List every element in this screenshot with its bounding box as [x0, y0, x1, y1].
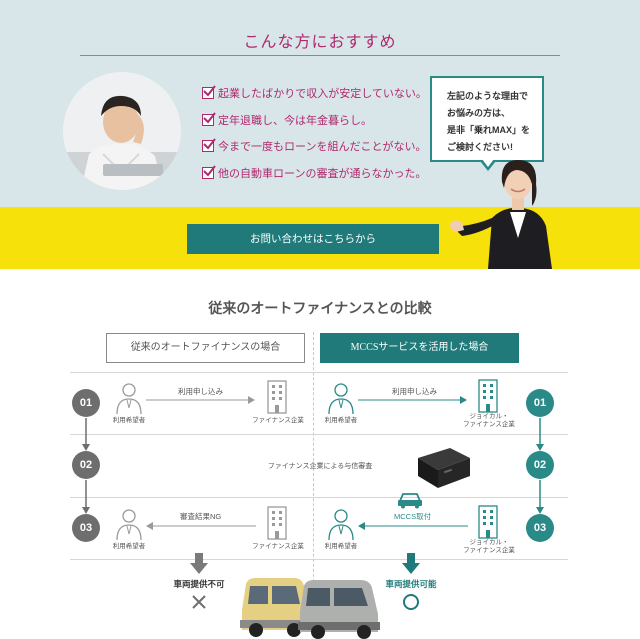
outcome-available: 車両提供可能 — [385, 579, 437, 589]
cross-icon — [192, 595, 206, 609]
down-arrow-icon — [82, 418, 90, 451]
step-circle-02-right: 02 — [526, 451, 554, 479]
applicant-label: 利用希望者 — [324, 417, 358, 424]
checkbox-icon — [202, 138, 216, 153]
tab-mccs: MCCSサービスを活用した場合 — [320, 333, 519, 363]
row-divider — [70, 372, 568, 373]
left-arrow-icon — [358, 522, 468, 530]
check-item: 起業したばかりで収入が安定していない。 — [202, 80, 427, 107]
car-icon — [398, 493, 422, 509]
bubble-tail — [480, 159, 496, 171]
step-circle-02-left: 02 — [72, 451, 100, 479]
credit-check-note: ファイナンス企業による与信審査 — [267, 463, 373, 470]
check-item: 今まで一度もローンを組んだことがない。 — [202, 133, 427, 160]
recommend-checklist: 起業したばかりで収入が安定していない。 定年退職し、今は年金暮らし。 今まで一度… — [202, 80, 427, 186]
applicant-icon — [328, 383, 354, 415]
tab-conventional: 従来のオートファイナンスの場合 — [106, 333, 305, 363]
businesswoman-photo — [448, 148, 560, 269]
applicant-label: 利用希望者 — [112, 543, 146, 550]
center-divider — [313, 332, 314, 612]
step-circle-03-left: 03 — [72, 514, 100, 542]
check-item-text: 今まで一度もローンを組んだことがない。 — [218, 141, 427, 154]
joycal-building-icon — [478, 505, 498, 539]
step-circle-03-right: 03 — [526, 514, 554, 542]
down-arrow-icon — [536, 480, 544, 514]
company-label-line: ファイナンス企業 — [463, 421, 515, 428]
down-block-arrow-icon — [190, 553, 208, 574]
recommend-title: こんな方におすすめ — [243, 34, 397, 51]
step-circle-01-right: 01 — [526, 389, 554, 417]
finance-building-icon — [267, 380, 287, 414]
applicant-icon — [328, 509, 354, 541]
applicant-icon — [116, 383, 142, 415]
step-circle-01-left: 01 — [72, 389, 100, 417]
result-ng-label: 審査結果NG — [180, 512, 222, 521]
row-divider — [70, 559, 568, 560]
down-arrow-icon — [82, 480, 90, 514]
company-label-line: ジョイカル・ — [469, 413, 509, 420]
bubble-line: お悩みの方は、 — [447, 108, 511, 118]
company-label: ファイナンス企業 — [252, 543, 304, 550]
checkbox-icon — [202, 85, 216, 100]
circle-ok-icon — [403, 594, 419, 610]
outcome-unavailable: 車両提供不可 — [173, 579, 225, 589]
cars-image — [240, 578, 380, 639]
mccs-device-image — [418, 448, 470, 488]
company-label: ファイナンス企業 — [252, 417, 304, 424]
joycal-building-icon — [478, 379, 498, 413]
bubble-line: ご検討ください! — [447, 142, 513, 152]
applicant-icon — [116, 509, 142, 541]
mccs-install-label: MCCS取付 — [394, 512, 432, 521]
apply-label: 利用申し込み — [178, 387, 223, 396]
contact-button[interactable]: お問い合わせはこちらから — [187, 224, 439, 254]
down-block-arrow-icon — [402, 553, 420, 574]
checkbox-icon — [202, 112, 216, 126]
title-underline — [80, 55, 560, 56]
bubble-line: 左記のような理由で — [447, 91, 529, 101]
company-label-line: ファイナンス企業 — [463, 547, 515, 554]
apply-label: 利用申し込み — [392, 387, 437, 396]
row-divider — [70, 497, 568, 498]
check-item: 他の自動車ローンの審査が通らなかった。 — [202, 160, 427, 187]
check-item-text: 起業したばかりで収入が安定していない。 — [218, 88, 427, 101]
left-arrow-icon — [146, 522, 256, 530]
company-label: ジョイカル・ ファイナンス企業 — [460, 539, 518, 555]
right-arrow-icon — [146, 396, 255, 404]
worried-man-photo — [63, 72, 181, 190]
company-label: ジョイカル・ ファイナンス企業 — [460, 413, 518, 429]
bubble-line: 是非「乗れMAX」を — [447, 125, 530, 135]
right-arrow-icon — [358, 396, 467, 404]
company-label-line: ジョイカル・ — [469, 539, 509, 546]
check-item-text: 他の自動車ローンの審査が通らなかった。 — [218, 167, 427, 180]
row-divider — [70, 434, 568, 435]
applicant-label: 利用希望者 — [112, 417, 146, 424]
finance-building-icon — [267, 506, 287, 540]
comparison-title: 従来のオートファイナンスとの比較 — [208, 300, 432, 316]
checkbox-icon — [202, 165, 216, 179]
applicant-label: 利用希望者 — [324, 543, 358, 550]
down-arrow-icon — [536, 418, 544, 451]
check-item-text: 定年退職し、今は年金暮らし。 — [218, 114, 372, 127]
check-item: 定年退職し、今は年金暮らし。 — [202, 107, 427, 134]
